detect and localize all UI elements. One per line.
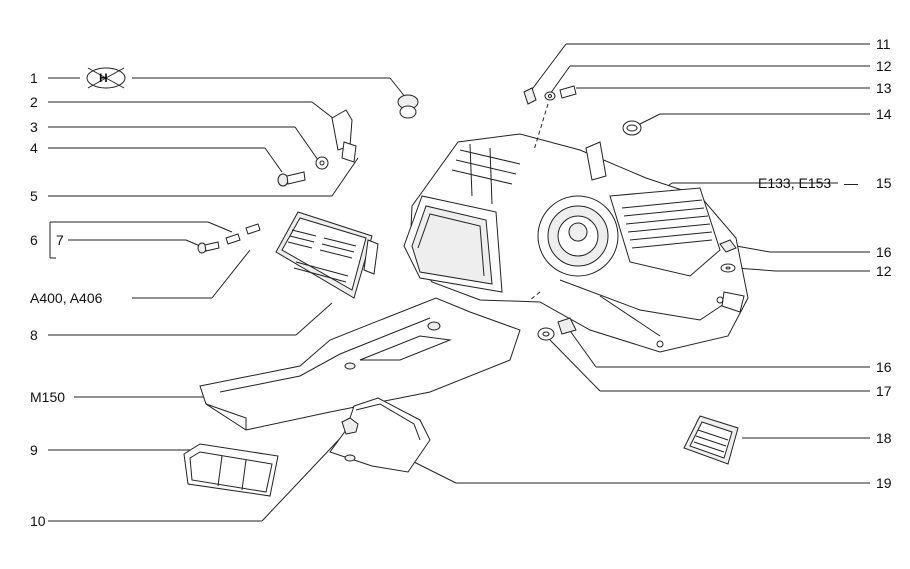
part-bracket — [331, 109, 357, 163]
callout-9: 9 — [30, 442, 38, 458]
callout-11: 11 — [876, 36, 891, 52]
assembly-line-top — [533, 103, 549, 151]
callout-3: 3 — [30, 119, 38, 135]
callout-16-bottom: 16 — [876, 359, 892, 375]
leader-lines-right — [409, 43, 870, 484]
callout-a400-a406: A400, A406 — [30, 290, 103, 306]
callout-18: 18 — [876, 430, 892, 446]
callout-16-top: 16 — [876, 244, 892, 260]
leader-lines-left — [48, 77, 407, 522]
part-deflector — [329, 397, 431, 473]
callout-2: 2 — [30, 94, 38, 110]
callout-17: 17 — [876, 383, 892, 399]
callout-6: 6 — [30, 232, 38, 248]
part-screw-plug — [197, 223, 261, 254]
assembly-line-bottom — [529, 291, 541, 301]
callout-12-top: 12 — [876, 58, 892, 74]
part-duct-outlet — [183, 443, 279, 497]
callout-15: 15 — [876, 175, 892, 191]
heater-housing — [403, 133, 749, 353]
h-symbol-icon — [86, 67, 126, 89]
callout-10: 10 — [30, 513, 46, 529]
part-nut-washer-right — [719, 239, 737, 273]
callout-19: 19 — [876, 475, 892, 491]
part-cap — [397, 94, 419, 119]
part-hose-clip — [622, 120, 642, 136]
callout-5: 5 — [30, 188, 38, 204]
callout-12-bottom: 12 — [876, 263, 892, 279]
part-small-vent — [683, 415, 739, 465]
callout-8: 8 — [30, 327, 38, 343]
callout-15-prefix: E133, E153 — [758, 175, 832, 191]
callout-4: 4 — [30, 140, 38, 156]
callout-13: 13 — [876, 80, 892, 96]
part-top-fasteners — [523, 85, 577, 105]
part-vent-grille — [275, 211, 379, 299]
callout-15-dash: — — [844, 175, 858, 191]
part-nut-washer-bottom — [537, 317, 577, 341]
callout-1: 1 — [30, 70, 38, 86]
part-screw-washer — [277, 156, 329, 187]
callout-14: 14 — [876, 106, 892, 122]
h-symbol-label: H — [99, 71, 108, 85]
callout-7: 7 — [56, 232, 64, 248]
part-floor-duct — [199, 297, 521, 431]
callout-m150: M150 — [30, 389, 66, 405]
